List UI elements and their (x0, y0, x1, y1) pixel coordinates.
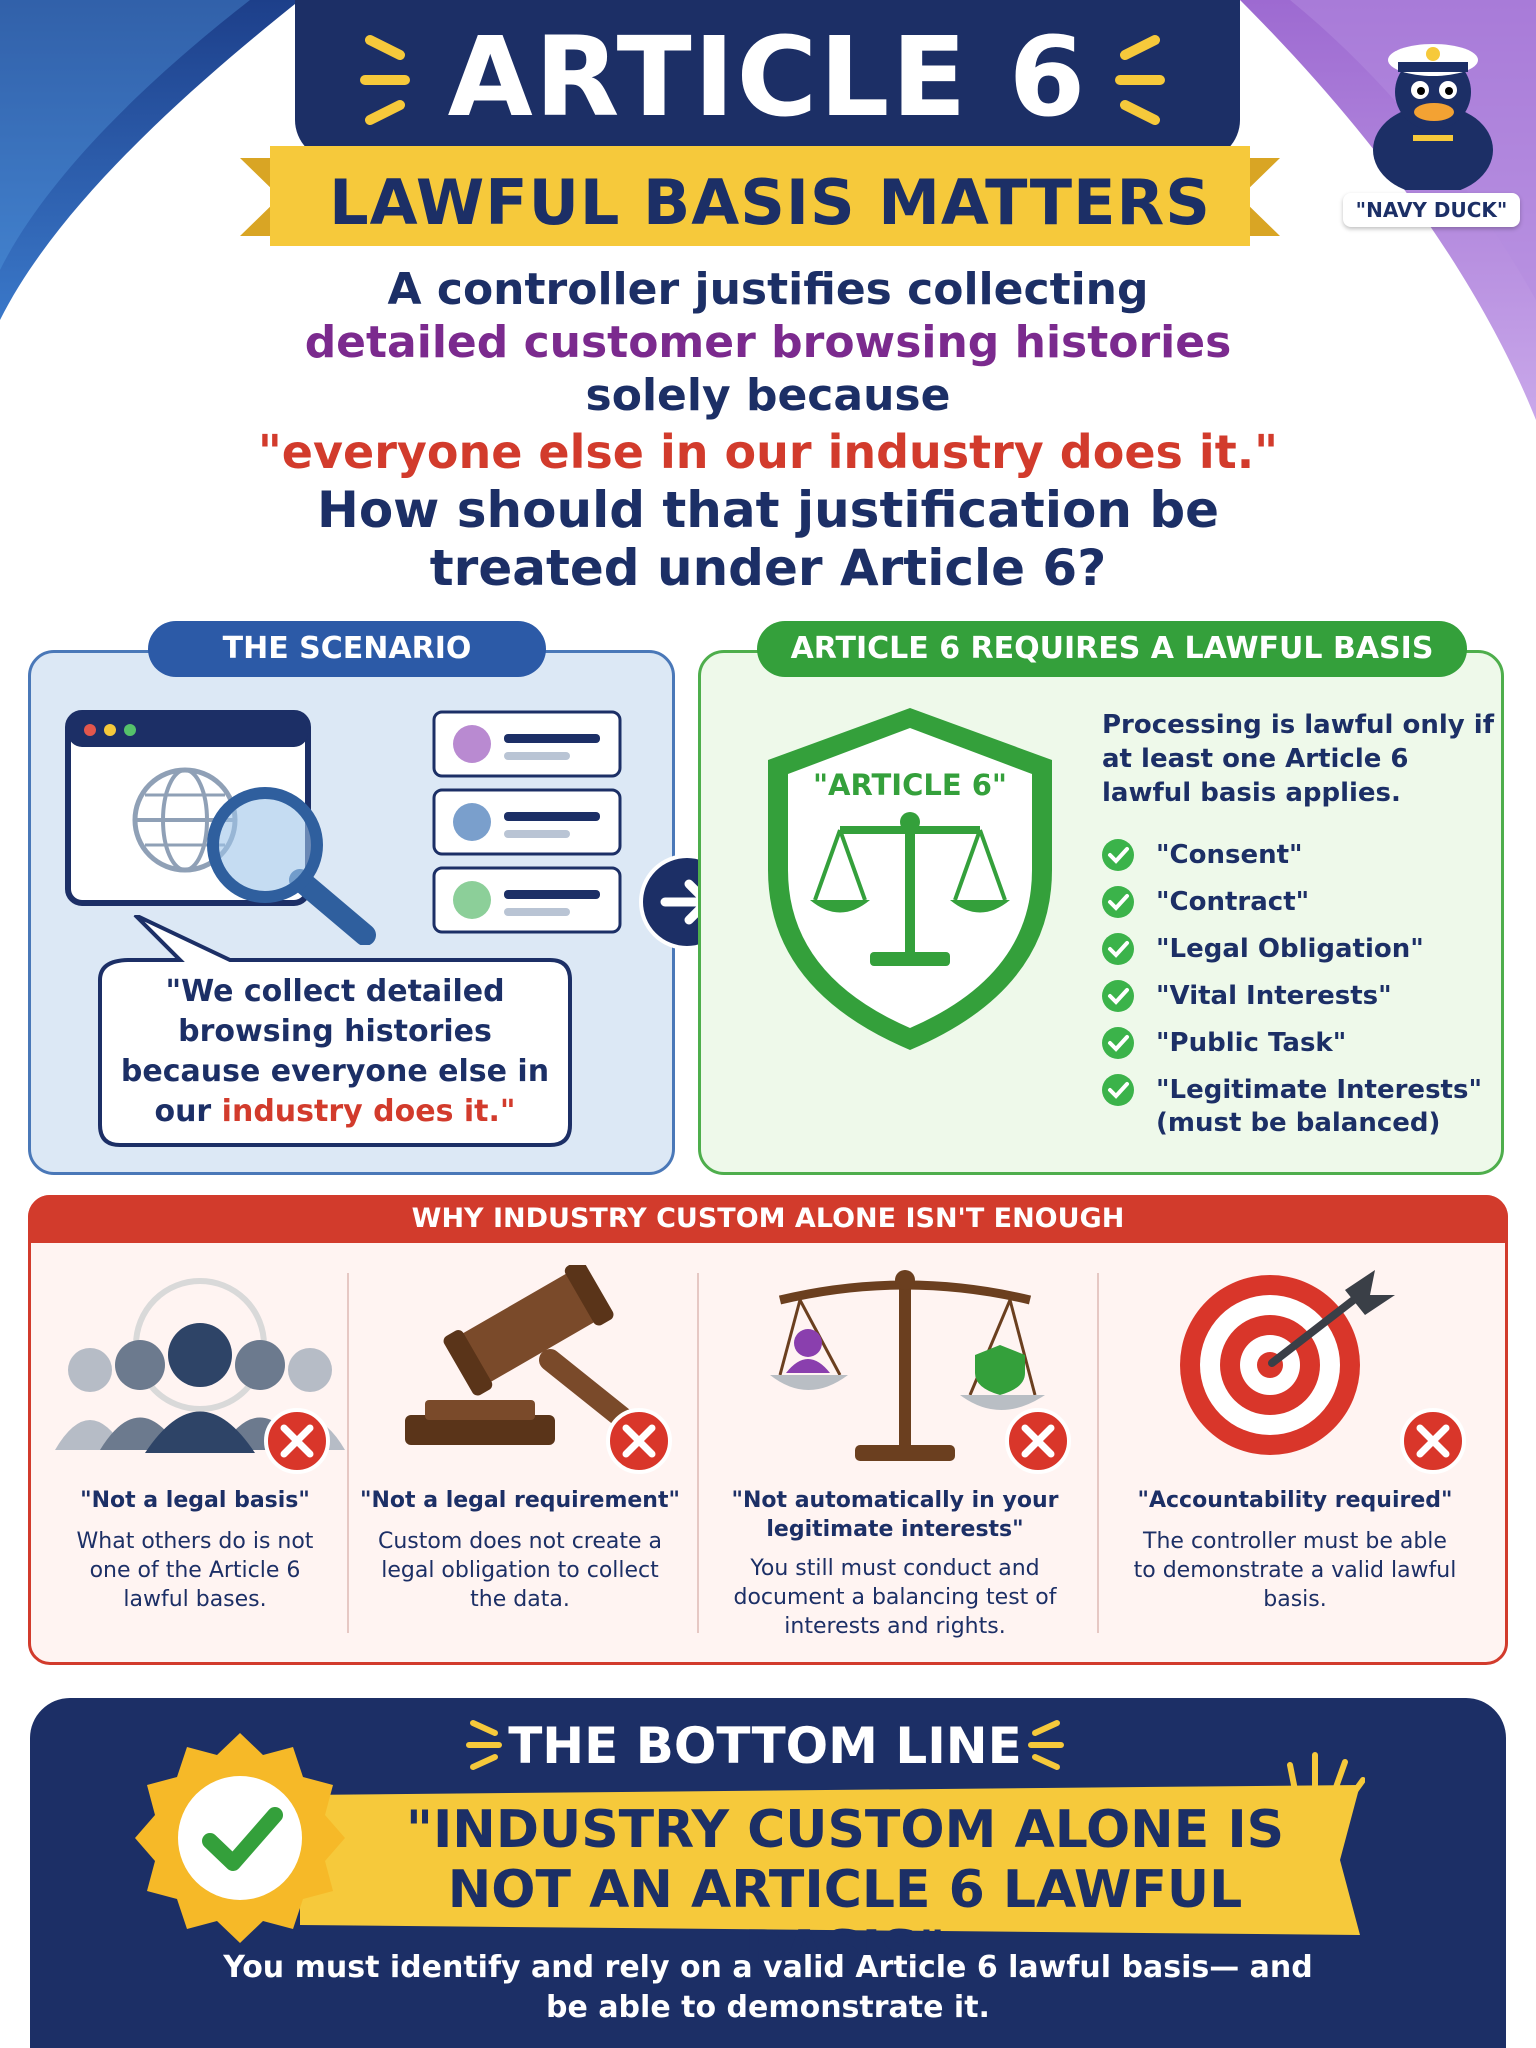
question-line-4: "everyone else in our industry does it." (257, 425, 1279, 479)
basis-item-public-task: "Public Task" (1156, 1028, 1347, 1058)
why-item-desc: The controller must be able to demonstra… (1133, 1529, 1457, 1612)
article-requirement-header: ARTICLE 6 REQUIRES A LAWFUL BASIS (757, 621, 1467, 677)
question-line-6: treated under Article 6? (429, 539, 1107, 597)
why-header: WHY INDUSTRY CUSTOM ALONE ISN'T ENOUGH (28, 1195, 1508, 1243)
check-badge-icon (135, 1733, 345, 1943)
basis-item-legal-obligation: "Legal Obligation" (1156, 934, 1424, 964)
x-icon (1400, 1408, 1466, 1474)
question-line-2: detailed customer browsing histories (304, 317, 1232, 368)
check-icon-list (1102, 839, 1134, 1106)
check-icon (1102, 1074, 1134, 1106)
speech-text-highlight: industry does it." (221, 1094, 516, 1129)
sparkle-left-icon (466, 1720, 502, 1770)
bottom-line-quote: "INDUSTRY CUSTOM ALONE IS NOT AN ARTICLE… (405, 1800, 1285, 1980)
check-icon (1102, 839, 1134, 871)
question-line-3: solely because (585, 370, 951, 421)
sparkle-lines-icon (1287, 1752, 1365, 1800)
sparkle-right-icon (1115, 35, 1165, 125)
sparkle-right-icon (1028, 1720, 1064, 1770)
why-dividers (347, 1273, 1099, 1633)
check-icon (1102, 933, 1134, 965)
bottom-line-subtext: You must identify and rely on a valid Ar… (223, 1950, 1313, 2025)
shield-label: "ARTICLE 6" (812, 768, 1008, 802)
x-icon (606, 1408, 672, 1474)
why-item-title: "Accountability required" (1137, 1488, 1453, 1513)
why-item-title: "Not a legal basis" (80, 1488, 310, 1513)
sparkle-left-icon (360, 35, 410, 125)
check-icon (1102, 1027, 1134, 1059)
check-icon (1102, 980, 1134, 1012)
profile-card-icon (432, 710, 622, 934)
basis-item-consent: "Consent" (1156, 840, 1303, 870)
basis-item-contract: "Contract" (1156, 887, 1310, 917)
shield-scales-icon (768, 708, 1052, 1050)
title-banner (295, 0, 1240, 160)
why-item-title: "Not automatically in your legitimate in… (731, 1488, 1059, 1542)
balance-scale-icon (770, 1270, 1045, 1461)
question-line-5: How should that justification be (316, 481, 1220, 539)
page-title: ARTICLE 6 (447, 13, 1088, 141)
why-item-desc: What others do is not one of the Article… (76, 1529, 314, 1612)
target-icon (1180, 1270, 1395, 1455)
mascot-label: "NAVY DUCK" (1343, 193, 1520, 227)
why-item-desc: Custom does not create a legal obligatio… (377, 1529, 663, 1612)
speech-text-main: "We collect detailed browsing histories … (120, 974, 550, 1129)
basis-note: (must be balanced) (1156, 1108, 1441, 1138)
page-subtitle: LAWFUL BASIS MATTERS (329, 166, 1211, 239)
duck-mascot-icon (1373, 44, 1493, 190)
question-line-1: A controller justifies collecting (387, 264, 1149, 315)
speech-bubble (98, 915, 572, 1147)
bottom-quote-ribbon (300, 1785, 1360, 1935)
x-icon (264, 1408, 330, 1474)
scenario-header: THE SCENARIO (148, 621, 546, 677)
crowd-icon (55, 1278, 345, 1453)
why-item-title: "Not a legal requirement" (360, 1488, 680, 1513)
x-icon (1005, 1408, 1071, 1474)
basis-item-vital-interests: "Vital Interests" (1156, 981, 1392, 1011)
check-icon (1102, 886, 1134, 918)
basis-item-legitimate-interests: "Legitimate Interests" (1156, 1075, 1482, 1105)
speech-text: "We collect detailed browsing histories … (110, 972, 560, 1132)
subtitle-ribbon (240, 146, 1280, 246)
bottom-line-title: THE BOTTOM LINE (508, 1717, 1022, 1775)
magnifier-icon (207, 787, 376, 945)
why-item-desc: You still must conduct and document a ba… (733, 1556, 1057, 1639)
requirement-intro: Processing is lawful only if at least on… (1102, 710, 1495, 808)
